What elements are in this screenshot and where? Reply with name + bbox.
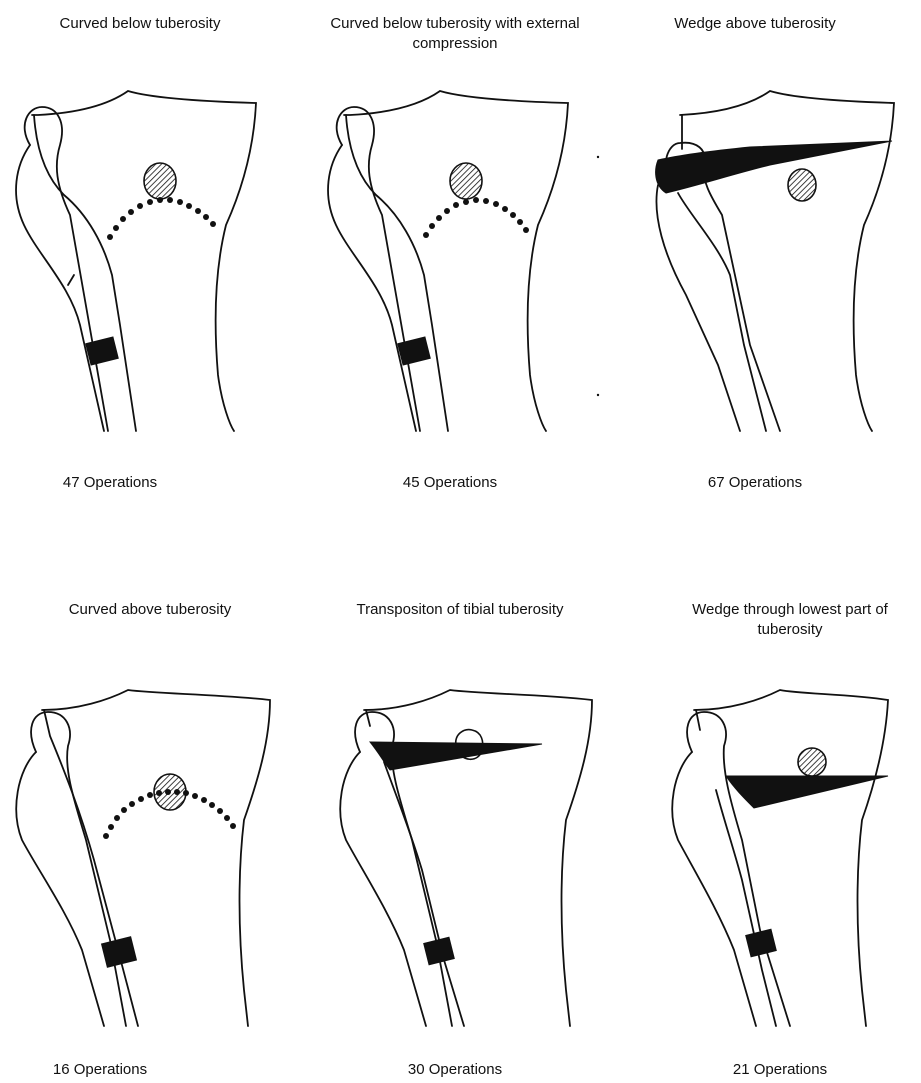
tibia-osteotomy-diagram: [8, 670, 288, 1030]
operation-count: 30 Operations: [310, 1060, 600, 1080]
panel-transposition: Transpositon of tibial tuberosity 30 Ope…: [310, 590, 610, 1083]
panel-curved-below-compression: Curved below tuberosity with external co…: [300, 0, 600, 500]
panel-wedge-above: Wedge above tuberosity 67 Operations: [620, 0, 920, 500]
operation-count: 21 Operations: [660, 1060, 900, 1080]
panel-curved-below: Curved below tuberosity 47 Operations: [0, 0, 300, 500]
panel-title: Curved below tuberosity with external co…: [300, 14, 610, 54]
panel-title: Transpositon of tibial tuberosity: [310, 600, 610, 620]
panel-curved-above: Curved above tuberosity 16 Operations: [0, 590, 300, 1083]
operation-count: 45 Operations: [300, 473, 600, 493]
tibia-osteotomy-diagram: [8, 85, 288, 445]
panel-title: Wedge through lowest part of tuberosity: [660, 600, 920, 640]
tibia-osteotomy-diagram: [330, 670, 610, 1030]
panel-title: Curved below tuberosity: [0, 14, 290, 34]
tibia-osteotomy-diagram: [320, 85, 600, 445]
operation-count: 16 Operations: [0, 1060, 230, 1080]
panel-title: Wedge above tuberosity: [620, 14, 890, 34]
tibia-osteotomy-diagram: [630, 85, 910, 445]
panel-wedge-lowest-part: Wedge through lowest part of tuberosity …: [630, 590, 921, 1083]
operation-count: 47 Operations: [0, 473, 230, 493]
panel-title: Curved above tuberosity: [0, 600, 300, 620]
tibia-osteotomy-diagram: [630, 670, 910, 1030]
operation-count: 67 Operations: [620, 473, 890, 493]
